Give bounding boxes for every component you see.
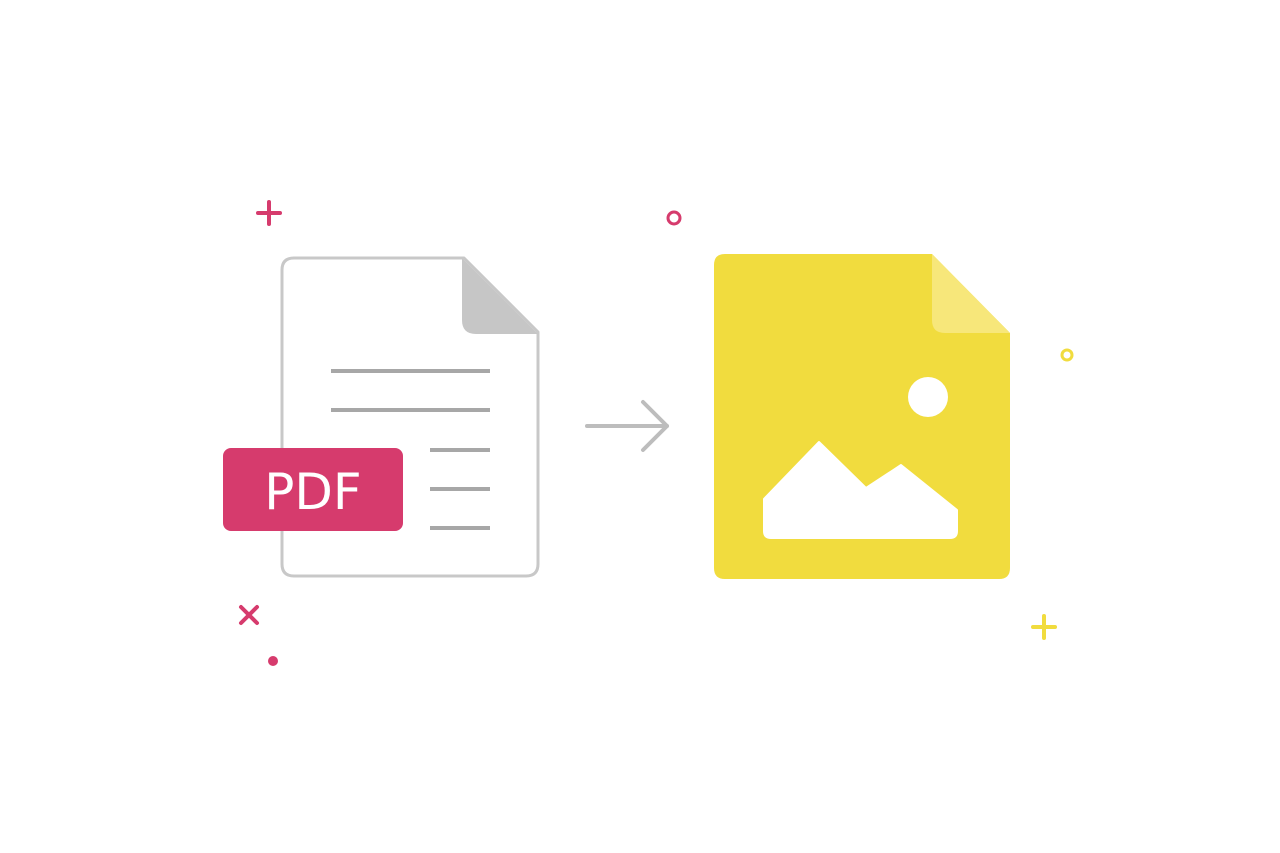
image-file-icon xyxy=(714,254,1010,579)
document-fold xyxy=(462,258,538,334)
dot-sparkle-icon xyxy=(268,656,278,666)
ring-sparkle-icon xyxy=(1060,348,1074,362)
document-text-lines xyxy=(331,369,490,530)
mountains-icon xyxy=(763,441,958,539)
ring-sparkle-icon xyxy=(666,210,682,226)
plus-sparkle-icon xyxy=(1031,614,1057,640)
cross-sparkle-icon xyxy=(239,605,259,625)
plus-sparkle-icon xyxy=(256,200,282,226)
pdf-document-icon: PDF xyxy=(223,256,540,578)
pdf-badge-label: PDF xyxy=(264,463,361,521)
arrow-right-icon xyxy=(585,400,669,452)
pdf-badge: PDF xyxy=(223,448,403,531)
image-file-fold xyxy=(932,254,1010,333)
sun-icon xyxy=(908,377,948,417)
